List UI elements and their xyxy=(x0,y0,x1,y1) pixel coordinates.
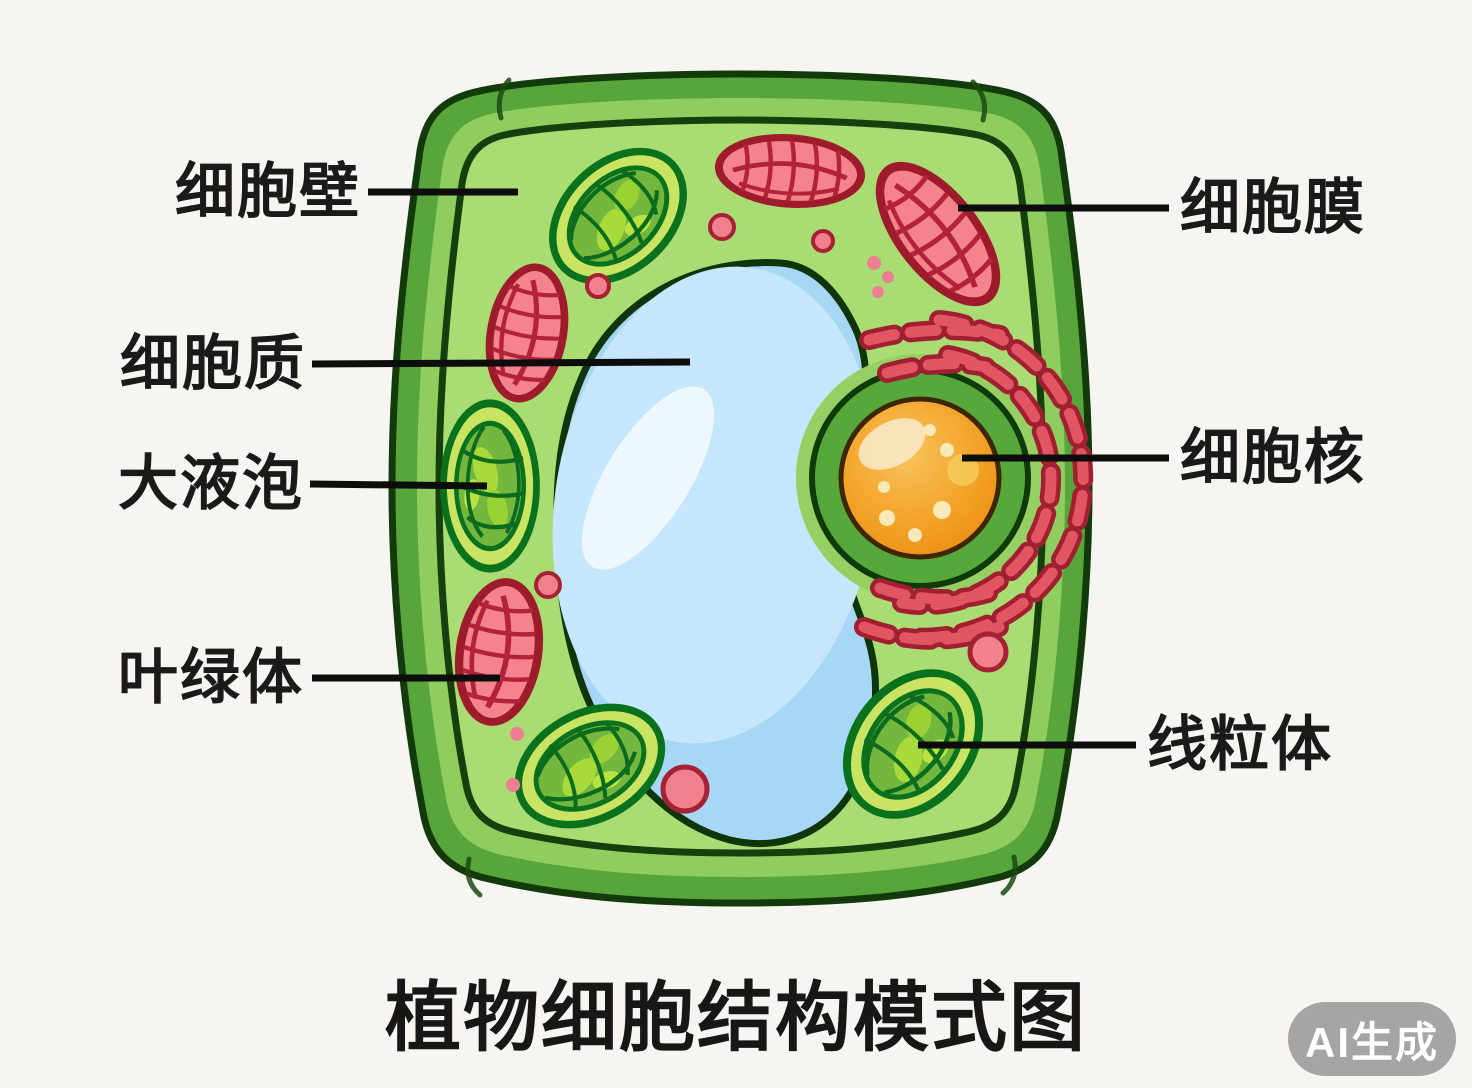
label-nucleus: 细胞核 xyxy=(1180,424,1366,491)
label-cell-membrane: 细胞膜 xyxy=(1180,174,1366,241)
nucleus-shape xyxy=(838,396,1002,560)
connector-lines xyxy=(309,188,1169,749)
er-dash-arcs xyxy=(854,310,1094,650)
label-vacuole: 大液泡 xyxy=(118,450,304,517)
connector-vacuole xyxy=(309,480,488,490)
cell-wall-corner-creases xyxy=(465,77,1018,898)
watermark-text: AI生成 xyxy=(1304,1018,1439,1066)
label-cytoplasm: 细胞质 xyxy=(120,330,306,397)
vacuole-gloss xyxy=(581,386,715,570)
label-chloroplast: 叶绿体 xyxy=(118,644,304,711)
cytoplasm-dots xyxy=(506,213,1009,814)
ai-generated-watermark: AI生成 xyxy=(1288,1002,1456,1076)
label-mitochondrion: 线粒体 xyxy=(1147,711,1333,778)
connector-cytoplasm xyxy=(311,358,691,368)
diagram-title: 植物细胞结构模式图 xyxy=(385,976,1087,1061)
vacuole-highlight xyxy=(552,266,878,744)
label-cell-wall: 细胞壁 xyxy=(175,158,361,225)
